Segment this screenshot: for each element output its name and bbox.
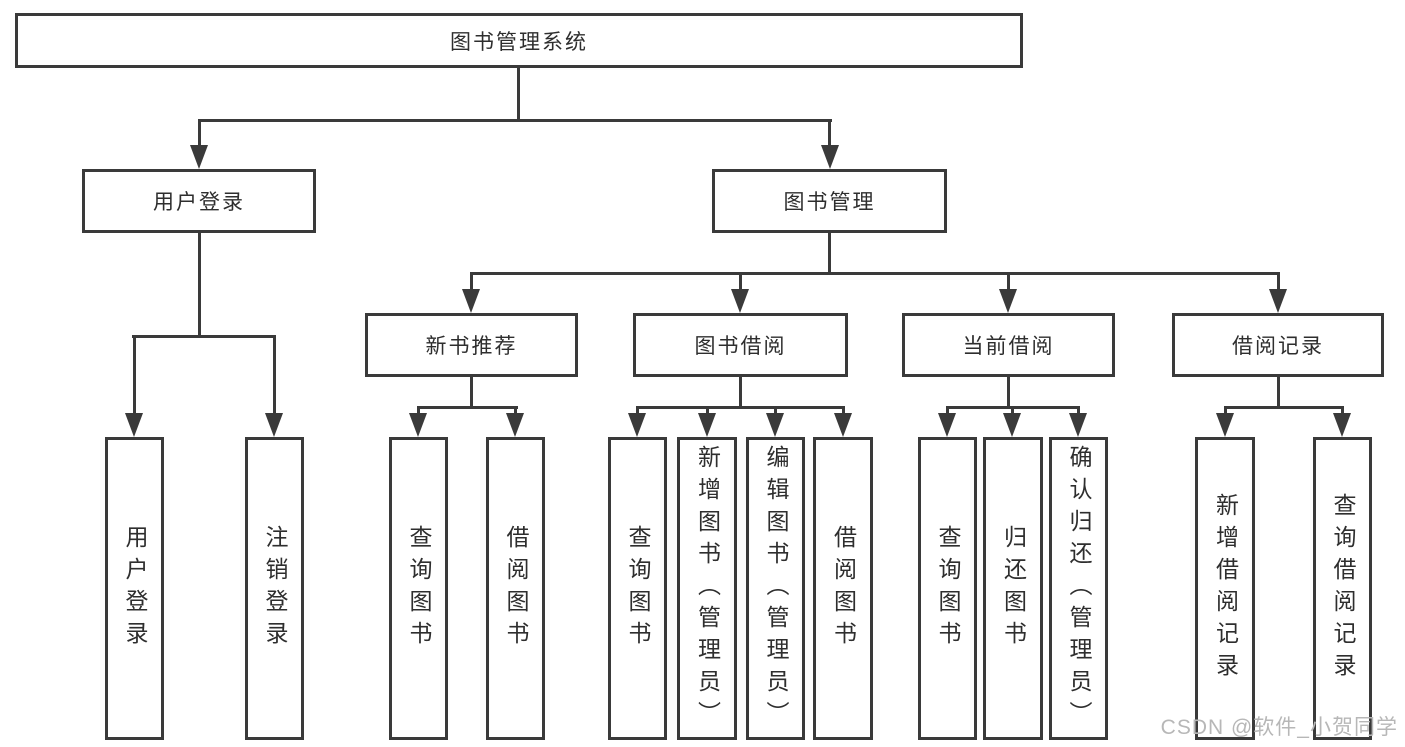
- connector-line: [1007, 377, 1010, 408]
- arrow-down-icon: [1216, 413, 1234, 437]
- connector-line: [842, 406, 845, 416]
- arrow-down-icon: [938, 413, 956, 437]
- leaf-query-book-recommend: 查询图书: [389, 437, 448, 740]
- node-root-system: 图书管理系统: [15, 13, 1023, 68]
- leaf-label: 新增借阅记录: [1212, 492, 1239, 685]
- leaf-edit-book-admin: 编辑图书（管理员）: [746, 437, 805, 740]
- node-label: 新书推荐: [425, 335, 518, 358]
- leaf-label: 确认归还（管理员）: [1066, 444, 1092, 733]
- node-book-management: 图书管理: [712, 169, 947, 233]
- connector-level3-bus: [470, 272, 1280, 275]
- connector-line: [133, 335, 136, 415]
- arrow-down-icon: [1003, 413, 1021, 437]
- leaf-borrow-book-recommend: 借阅图书: [486, 437, 545, 740]
- connector-line: [739, 272, 742, 292]
- connector-line: [198, 233, 201, 335]
- connector-line: [1277, 272, 1280, 292]
- arrow-down-icon: [265, 413, 283, 437]
- connector-line: [1007, 272, 1010, 292]
- connector-line: [774, 406, 777, 416]
- connector-level2-bus: [198, 119, 832, 122]
- connector-line: [1341, 406, 1344, 416]
- connector-root-stem: [517, 68, 520, 119]
- node-label: 当前借阅: [962, 335, 1055, 358]
- arrow-down-icon: [698, 413, 716, 437]
- node-label: 图书借阅: [694, 335, 787, 358]
- arrow-down-icon: [999, 289, 1017, 313]
- leaf-label: 查询图书: [935, 524, 961, 653]
- arrow-down-icon: [628, 413, 646, 437]
- connector-line: [828, 233, 831, 272]
- node-label: 用户登录: [153, 191, 245, 214]
- arrow-down-icon: [409, 413, 427, 437]
- leaf-label: 注销登录: [262, 524, 288, 653]
- leaf-user-login: 用户登录: [105, 437, 164, 740]
- connector-line: [739, 377, 742, 408]
- node-label: 图书管理系统: [450, 30, 588, 54]
- connector-line: [470, 272, 473, 292]
- connector-line: [1224, 406, 1227, 416]
- arrow-down-icon: [190, 145, 208, 169]
- leaf-label: 查询图书: [406, 524, 432, 653]
- arrow-down-icon: [1333, 413, 1351, 437]
- connector-new-book-bus: [417, 406, 518, 409]
- connector-line: [1077, 406, 1080, 416]
- arrow-down-icon: [731, 289, 749, 313]
- arrow-down-icon: [821, 145, 839, 169]
- leaf-confirm-return-admin: 确认归还（管理员）: [1049, 437, 1108, 740]
- leaf-query-book-current: 查询图书: [918, 437, 977, 740]
- leaf-label: 用户登录: [122, 524, 148, 653]
- node-label: 借阅记录: [1232, 335, 1324, 358]
- arrow-down-icon: [125, 413, 143, 437]
- connector-line: [514, 406, 517, 416]
- connector-user-login-bus: [132, 335, 276, 338]
- connector-line: [273, 335, 276, 415]
- connector-line: [636, 406, 639, 416]
- arrow-down-icon: [834, 413, 852, 437]
- connector-line: [946, 406, 949, 416]
- leaf-add-book-admin: 新增图书（管理员）: [677, 437, 737, 740]
- connector-line: [417, 406, 420, 416]
- node-user-login: 用户登录: [82, 169, 316, 233]
- leaf-label: 借阅图书: [830, 524, 857, 653]
- node-label: 图书管理: [783, 191, 876, 214]
- arrow-down-icon: [1269, 289, 1287, 313]
- node-new-book-recommend: 新书推荐: [365, 313, 578, 377]
- arrow-down-icon: [462, 289, 480, 313]
- connector-line: [1277, 377, 1280, 408]
- leaf-label: 编辑图书（管理员）: [763, 444, 789, 733]
- connector-line: [828, 119, 831, 147]
- leaf-label: 查询借阅记录: [1330, 492, 1356, 685]
- connector-line: [1011, 406, 1014, 416]
- leaf-query-borrow-record: 查询借阅记录: [1313, 437, 1372, 740]
- leaf-borrow-book: 借阅图书: [813, 437, 873, 740]
- arrow-down-icon: [1069, 413, 1087, 437]
- node-current-borrow: 当前借阅: [902, 313, 1115, 377]
- node-book-borrow: 图书借阅: [633, 313, 848, 377]
- leaf-query-book-borrow: 查询图书: [608, 437, 667, 740]
- leaf-label: 归还图书: [1000, 524, 1027, 653]
- connector-line: [470, 377, 473, 408]
- connector-borrow-record-bus: [1224, 406, 1344, 409]
- leaf-add-borrow-record: 新增借阅记录: [1195, 437, 1255, 740]
- leaf-label: 查询图书: [625, 524, 651, 653]
- csdn-watermark: CSDN @软件_小贺同学: [1160, 716, 1398, 739]
- connector-line: [198, 119, 201, 147]
- connector-book-borrow-bus: [636, 406, 844, 409]
- leaf-label: 新增图书（管理员）: [694, 444, 721, 733]
- leaf-logout: 注销登录: [245, 437, 304, 740]
- arrow-down-icon: [506, 413, 524, 437]
- leaf-return-book: 归还图书: [983, 437, 1043, 740]
- node-borrow-record: 借阅记录: [1172, 313, 1384, 377]
- arrow-down-icon: [766, 413, 784, 437]
- connector-line: [706, 406, 709, 416]
- leaf-label: 借阅图书: [503, 524, 529, 653]
